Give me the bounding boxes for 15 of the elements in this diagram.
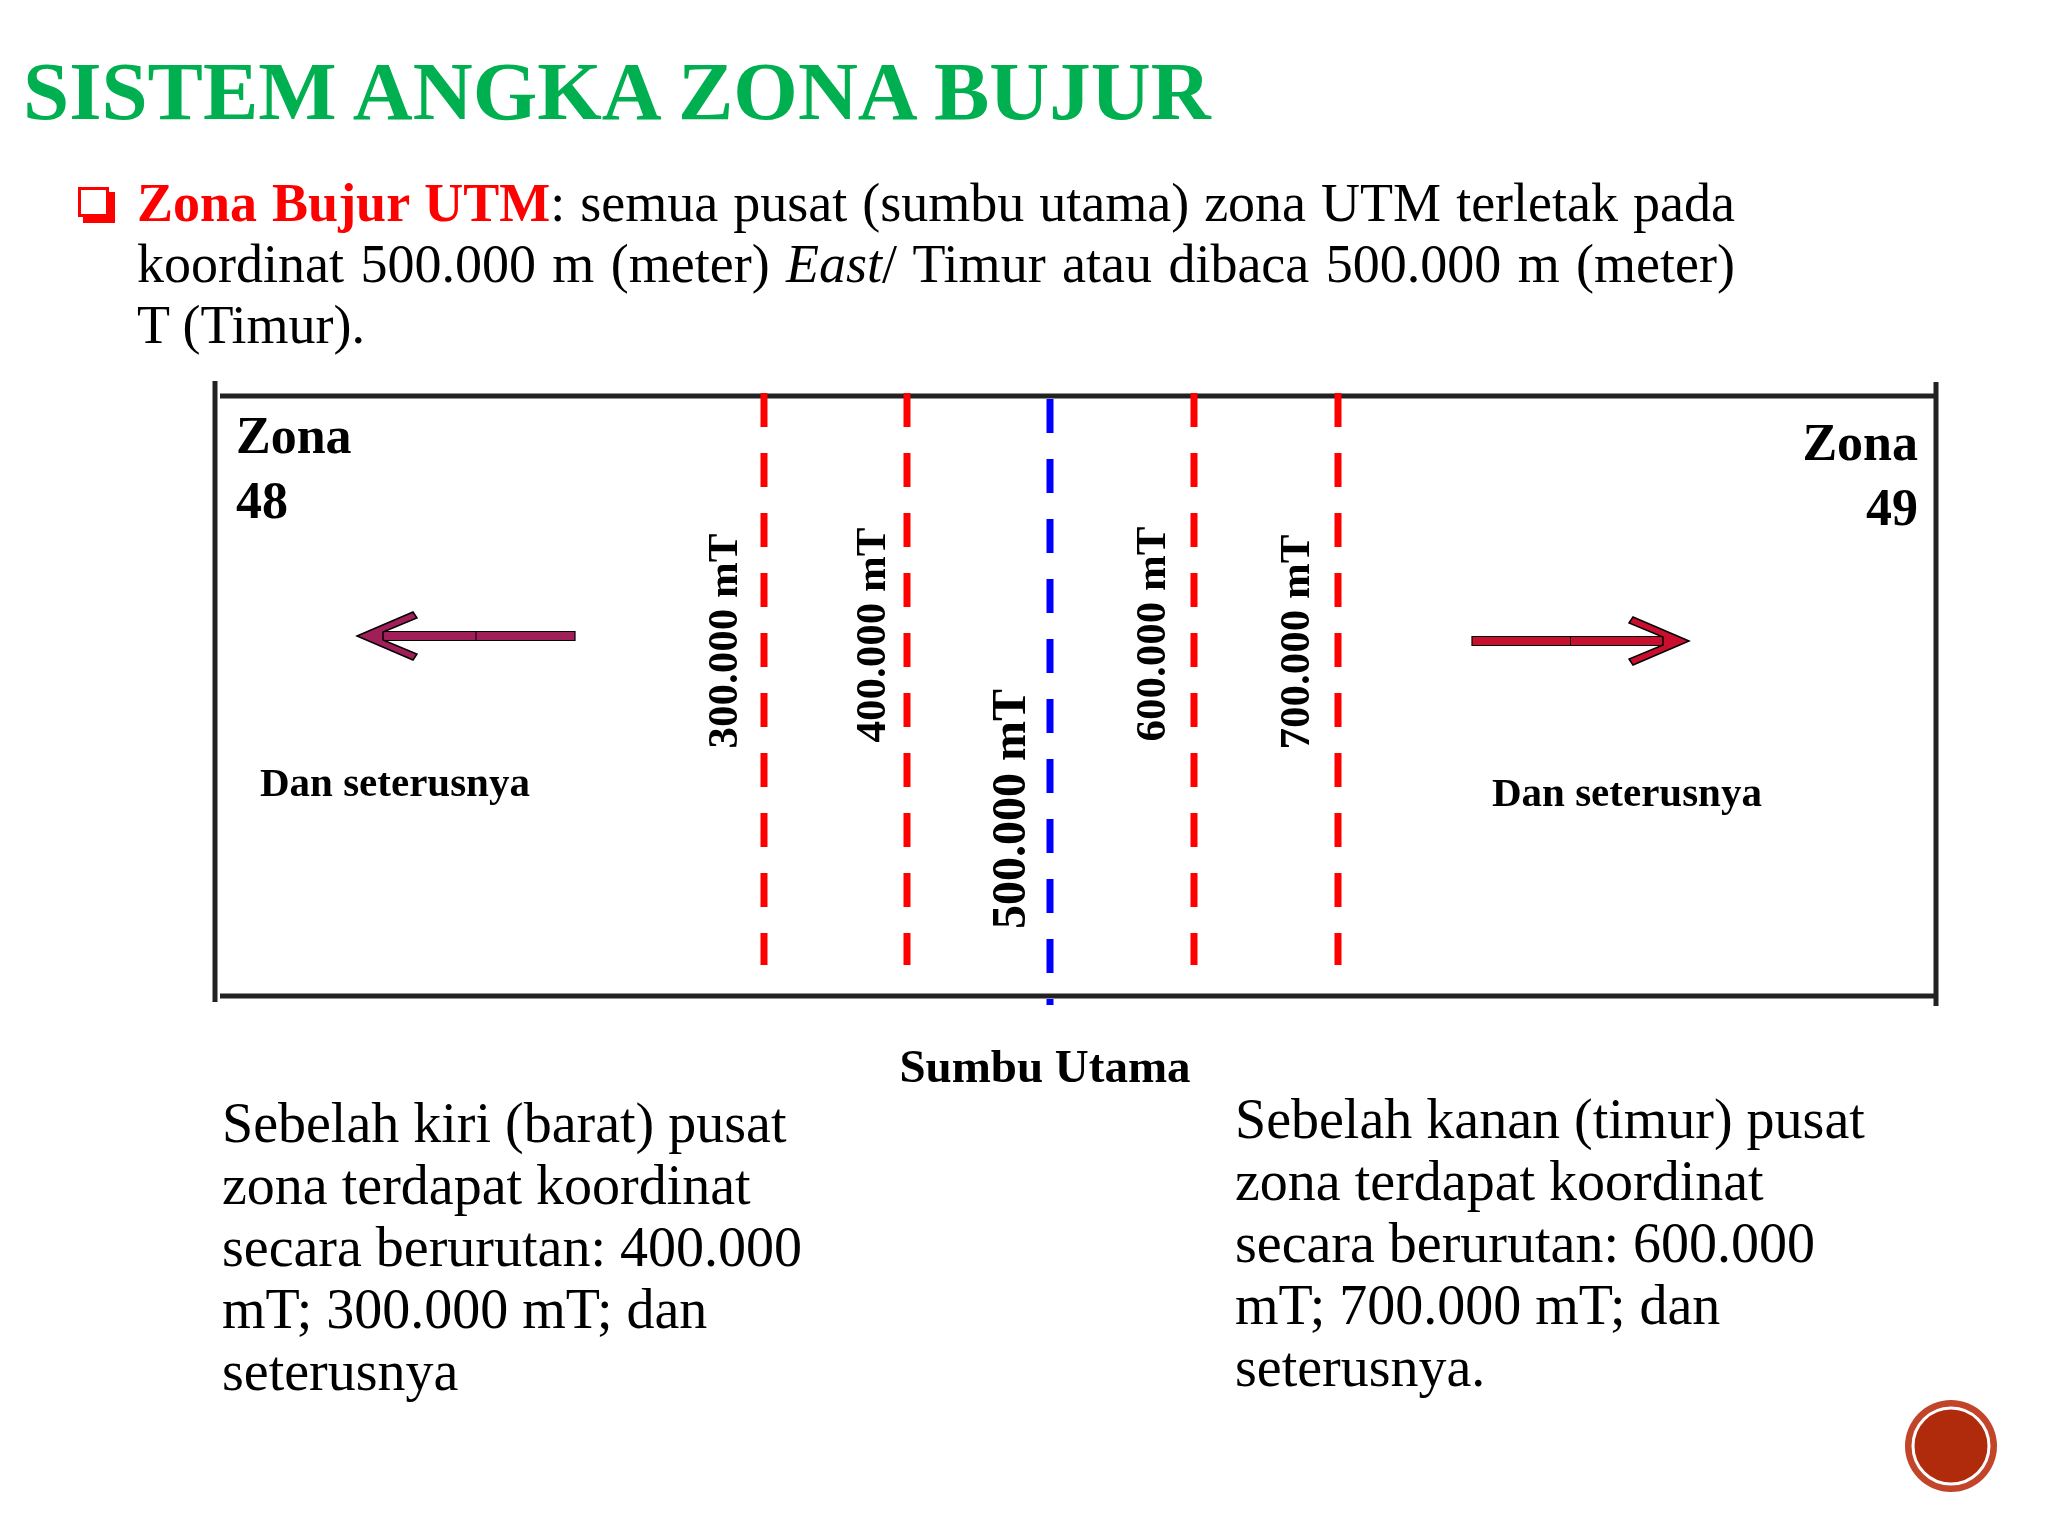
zone-label: Zona 49 <box>1801 413 1918 538</box>
note-text: Dan seterusnya <box>1492 768 1762 817</box>
title: SISTEM ANGKA ZONA BUJUR <box>23 48 1211 134</box>
coordinate-label: 500.000 mT <box>985 689 1033 929</box>
paragraph: Sebelah kiri (barat) pusat zona terdapat koordinat secara berurutan: 400.000 mT; 300.000 mT; dan seterusnya <box>222 1092 803 1402</box>
coordinate-label: 400.000 mT <box>848 527 892 743</box>
paragraph: Sebelah kanan (timur) pusat zona terdapat koordinat secara berurutan: 600.000 mT; 700.000 mT; dan seterusnya. <box>1235 1088 1866 1398</box>
zone-label: Zona 48 <box>236 406 353 531</box>
axis-label: Sumbu Utama <box>899 1039 1191 1094</box>
coordinate-label: 700.000 mT <box>1272 534 1316 750</box>
coordinate-label: 600.000 mT <box>1128 526 1172 742</box>
bullet-text: Zona Bujur UTM: semua pusat (sumbu utama) zona UTM terletak pada koordinat 500.000 m (meter) East/ Timur atau dibaca 500.000 m (meter) T (Timur). <box>137 173 1735 356</box>
note-text: Dan seterusnya <box>260 758 530 807</box>
zone-frame <box>212 381 1942 1009</box>
coordinate-label: 300.000 mT <box>700 533 744 749</box>
